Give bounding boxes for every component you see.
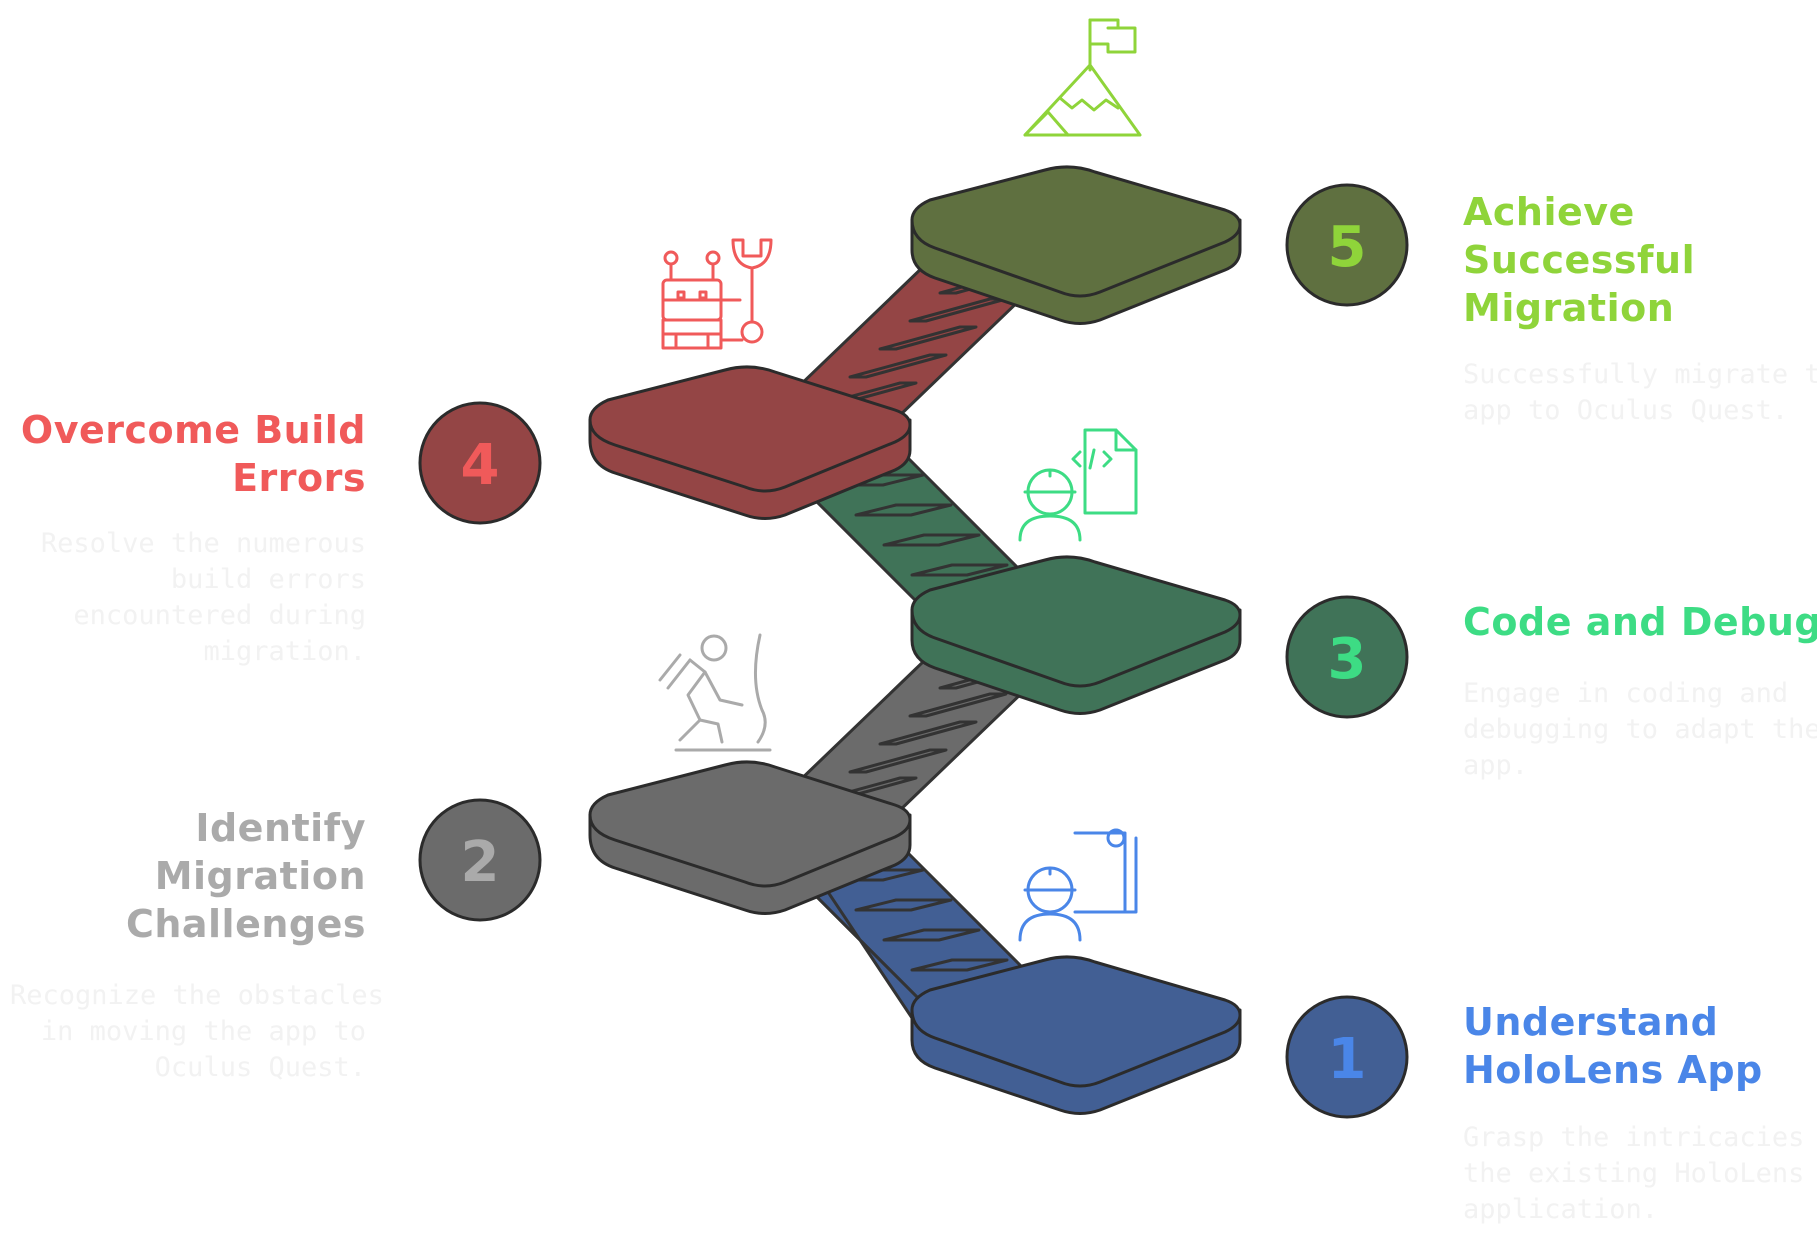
step-5-description: Successfully migrate the app to Oculus Q… bbox=[1463, 357, 1817, 429]
step-5-number: 5 bbox=[1328, 215, 1367, 280]
step-4-number: 4 bbox=[461, 433, 500, 498]
step-2-number: 2 bbox=[461, 830, 500, 895]
step-2-title-line: Migration bbox=[154, 854, 366, 898]
step-1-description: Grasp the intricacies of the existing Ho… bbox=[1463, 1120, 1817, 1228]
step-1-number: 1 bbox=[1328, 1027, 1367, 1092]
step-2-title-line: Challenges bbox=[125, 902, 366, 946]
step-4-badge: 4 bbox=[418, 401, 542, 525]
step-1-desc-line: the existing HoloLens bbox=[1463, 1158, 1805, 1189]
climber-icon bbox=[658, 633, 772, 752]
platform-3 bbox=[910, 555, 1242, 715]
step-2-title: Identify Migration Challenges bbox=[20, 804, 366, 948]
step-4-description: Resolve the numerous build errors encoun… bbox=[20, 526, 366, 670]
step-3-number: 3 bbox=[1328, 627, 1367, 692]
mountain-flag-icon bbox=[1023, 18, 1142, 137]
step-5-desc-line: Successfully migrate the bbox=[1463, 359, 1817, 390]
step-4-desc-line: build errors bbox=[170, 564, 366, 595]
step-2-title-line: Identify bbox=[195, 806, 366, 850]
step-4-title-line: Overcome Build bbox=[20, 408, 366, 452]
step-3-desc-line: Engage in coding and bbox=[1463, 678, 1789, 709]
step-5-title-line: Achieve bbox=[1463, 190, 1635, 234]
step-3-badge: 3 bbox=[1285, 595, 1409, 719]
engineer-blueprint-icon bbox=[1018, 828, 1138, 942]
platform-1 bbox=[910, 955, 1242, 1115]
step-5-badge: 5 bbox=[1285, 183, 1409, 307]
step-4-title-line: Errors bbox=[232, 456, 366, 500]
step-1-title: Understand HoloLens App bbox=[1463, 998, 1763, 1094]
step-4-desc-line: encountered during bbox=[73, 600, 366, 631]
step-1-badge: 1 bbox=[1285, 995, 1409, 1119]
step-3-title: Code and Debug bbox=[1463, 598, 1817, 646]
step-2-description: Recognize the obstacles in moving the ap… bbox=[10, 978, 384, 1086]
step-2-desc-line: in moving the app to bbox=[40, 1016, 366, 1047]
step-4-title: Overcome Build Errors bbox=[20, 406, 366, 502]
step-5-title-line: Successful bbox=[1463, 238, 1696, 282]
robot-wrench-icon bbox=[661, 238, 773, 350]
step-3-desc-line: app. bbox=[1463, 750, 1529, 781]
step-3-description: Engage in coding and debugging to adapt … bbox=[1463, 676, 1817, 784]
step-5-title: Achieve Successful Migration bbox=[1463, 188, 1695, 332]
platform-2 bbox=[588, 760, 912, 915]
step-3-title-line: Code and Debug bbox=[1463, 600, 1817, 644]
platform-5 bbox=[910, 165, 1242, 325]
step-4-desc-line: Resolve the numerous bbox=[40, 528, 366, 559]
developer-code-icon bbox=[1018, 428, 1138, 542]
step-2-desc-line: Recognize the obstacles bbox=[10, 980, 384, 1011]
step-2-badge: 2 bbox=[418, 798, 542, 922]
step-1-title-line: Understand bbox=[1463, 1000, 1719, 1044]
step-5-title-line: Migration bbox=[1463, 286, 1675, 330]
step-2-desc-line: Oculus Quest. bbox=[154, 1052, 366, 1083]
platform-4 bbox=[588, 365, 912, 520]
step-3-desc-line: debugging to adapt the bbox=[1463, 714, 1817, 745]
step-1-title-line: HoloLens App bbox=[1463, 1048, 1763, 1092]
step-1-desc-line: Grasp the intricacies of bbox=[1463, 1122, 1817, 1153]
step-1-desc-line: application. bbox=[1463, 1194, 1659, 1225]
step-5-desc-line: app to Oculus Quest. bbox=[1463, 395, 1789, 426]
step-4-desc-line: migration. bbox=[203, 636, 366, 667]
